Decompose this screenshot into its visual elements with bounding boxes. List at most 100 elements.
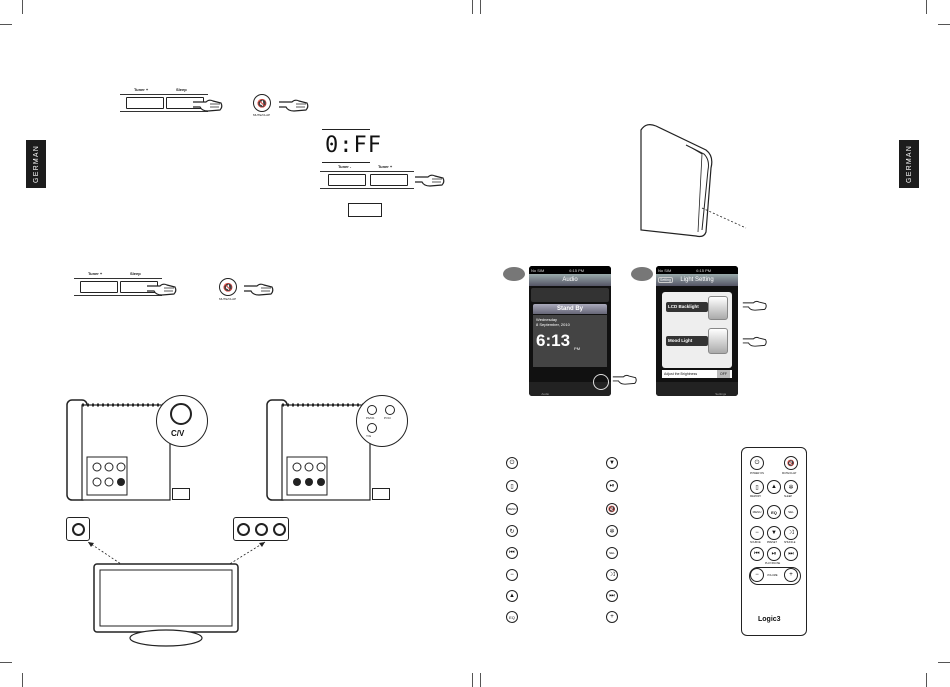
crop-mark [0, 662, 12, 663]
pr-label: Pr/Cr [384, 416, 391, 420]
lcd-display [322, 129, 370, 163]
lcd-backlight-toggle[interactable] [708, 296, 728, 320]
prev-icon: ⏮ [506, 547, 518, 559]
date-label: 8 September, 2010 [536, 322, 570, 327]
remote-label-power: POWER ON [750, 472, 764, 475]
tuner-minus-label: Tuner - [338, 164, 352, 169]
jack-icon [71, 522, 85, 536]
ampm-label: PM [574, 346, 581, 351]
television-illustration [93, 563, 239, 647]
remote-label-volume: VOLUME [767, 574, 778, 577]
tuner-plus-button[interactable] [370, 174, 408, 186]
remote-prev-button[interactable]: ⏮ [750, 547, 764, 561]
mute-icon: 🔇 [223, 282, 233, 292]
play-pause-icon: ⏯ [606, 480, 618, 492]
mute-button[interactable]: 🔇 [219, 278, 237, 296]
crop-mark [938, 24, 950, 25]
tuner-plus-label: Tuner + [134, 87, 149, 92]
crop-mark [926, 0, 927, 14]
remote-eq-button[interactable]: EQ [767, 505, 781, 519]
power-icon: ⏻ [506, 457, 518, 469]
standby-panel: Wednesday 8 September, 2010 6:13 PM [533, 315, 607, 367]
remote-mood-button[interactable]: ✲ [784, 480, 798, 494]
ipod-icon: ▯ [506, 480, 518, 492]
tab-bar: Audio [529, 382, 611, 396]
indicator-box [348, 203, 382, 217]
remote-menu-button[interactable]: MENU [750, 505, 764, 519]
sleep-label: Sleep [176, 87, 187, 92]
status-time: 6:15 PM [569, 267, 585, 273]
lcd-backlight-label: LCD Backlight [668, 304, 699, 309]
speaker-side-illustration [640, 124, 747, 238]
jack-icon [254, 522, 268, 536]
mood-light-row[interactable]: Mood Light [666, 336, 708, 346]
nav-bar: Audio [529, 274, 611, 286]
ypbpr-jack-pb-icon [367, 405, 377, 415]
lcd-backlight-row[interactable]: LCD Backlight [666, 302, 708, 312]
remote-play-pause-button[interactable]: ⏯ [767, 547, 781, 561]
up-icon: ▲ [506, 590, 518, 602]
cv-label: C/V [171, 429, 185, 438]
remote-minus-button[interactable]: − [750, 526, 764, 540]
nav-bar: Setting Light Setting [656, 274, 738, 286]
remote-shuffle-button[interactable]: ⤨ [784, 526, 798, 540]
tab-audio[interactable]: Audio [541, 392, 550, 396]
crop-mark [22, 673, 23, 687]
remote-volume-down-button[interactable]: − [750, 568, 764, 582]
mute-icon: 🔇 [606, 503, 618, 515]
remote-up-button[interactable]: ▲ [767, 480, 781, 494]
crop-mark [472, 673, 473, 687]
back-button[interactable]: Setting [658, 277, 673, 283]
pointing-hand-icon [147, 283, 177, 296]
mood-light-label: Mood Light [668, 338, 693, 343]
remote-volume-rocker [749, 567, 801, 585]
crop-mark [0, 24, 12, 25]
remote-volume-up-button[interactable]: + [784, 568, 798, 582]
tuner-plus-button[interactable] [126, 97, 164, 109]
remote-label-preset: PRESET [767, 541, 778, 544]
pb-label: Pb/Cb [366, 416, 375, 420]
mute-label: MUTE/CLAP [219, 297, 237, 301]
remote-power-button[interactable]: ⏻ [750, 456, 764, 470]
step-badge-1 [503, 267, 525, 281]
lcd-readout: 0:FF [325, 133, 382, 158]
remote-label-play-pause: PLAY/PAUSE [765, 562, 781, 565]
remote-ipod-button[interactable]: ▯ [750, 480, 764, 494]
tuner-minus-button[interactable] [328, 174, 366, 186]
tab-settings[interactable]: Settings [715, 392, 727, 396]
crop-mark [22, 0, 23, 14]
nav-title: Audio [562, 277, 578, 283]
ypbpr-jack-y-icon [367, 423, 377, 433]
tab-bar: Settings [656, 382, 738, 396]
source-row [531, 288, 609, 302]
pointing-hand-icon [742, 300, 767, 311]
mood-light-toggle[interactable] [708, 328, 728, 354]
remote-down-button[interactable]: ▼ [767, 526, 781, 540]
remote-label-sleep: SLEEP [784, 495, 793, 498]
nav-title: Light Setting [680, 277, 714, 283]
component-zoom-circle [356, 395, 408, 447]
tv-composite-connector [66, 517, 90, 541]
ypbpr-jack-pr-icon [385, 405, 395, 415]
language-tab-right: GERMAN [899, 140, 919, 188]
mute-button[interactable]: 🔇 [253, 94, 271, 112]
remote-select-button[interactable]: SEL [784, 505, 798, 519]
device-back-composite-illustration [66, 399, 171, 501]
eq-circle-button[interactable] [593, 374, 609, 390]
remote-control: ⏻ POWER ON 🔇 MUTE/CLAP ▯ ▲ ✲ MEMORY SLEE… [741, 447, 807, 636]
next-icon: ⏭ [606, 590, 618, 602]
remote-brand-logo: Logic3 [758, 616, 781, 623]
clock-readout: 6:13 [536, 331, 571, 350]
jack-icon [272, 522, 286, 536]
crop-mark [938, 662, 950, 663]
switch-icon [172, 488, 190, 500]
remote-label-mute: MUTE/CLAP [782, 472, 797, 475]
tuner-plus-button[interactable] [80, 281, 118, 293]
brightness-off-toggle[interactable]: OFF [717, 370, 730, 378]
language-tab-left: GERMAN [26, 140, 46, 188]
remote-mute-button[interactable]: 🔇 [784, 456, 798, 470]
remote-next-button[interactable]: ⏭ [784, 547, 798, 561]
mute-label: MUTE/CLAP [253, 113, 271, 117]
